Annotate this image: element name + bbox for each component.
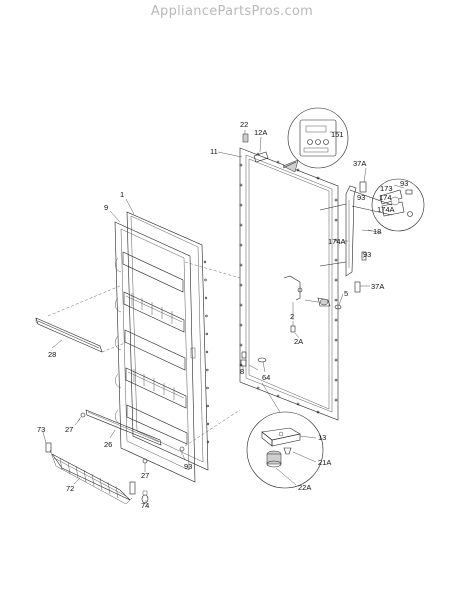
callout-37a-top: 37A — [353, 159, 366, 168]
callout-174a: 174A — [377, 205, 395, 214]
screws — [77, 412, 185, 467]
callout-72: 72 — [66, 484, 74, 493]
callout-13: 13 — [318, 433, 326, 442]
top-hinge-parts — [242, 133, 269, 163]
shelf-bar-28 — [35, 317, 103, 353]
callout-11: 11 — [210, 147, 218, 156]
leader-28b — [101, 342, 126, 353]
door-shelves — [115, 251, 188, 445]
leader-door — [184, 261, 241, 279]
callout-9: 9 — [104, 203, 108, 212]
zoom-hinge-detail — [371, 178, 425, 232]
callout-74: 74 — [141, 501, 149, 510]
callout-64: 64 — [262, 373, 270, 382]
callout-37a-b: 37A — [371, 282, 384, 291]
door-liner — [114, 211, 210, 483]
perimeter-screws — [239, 152, 338, 414]
callout-174: 174 — [379, 193, 392, 202]
callout-2a: 2A — [294, 337, 303, 346]
gasket-ridges — [203, 260, 210, 444]
leader-28 — [47, 284, 123, 317]
callout-93-d: 93 — [184, 462, 192, 471]
callout-1: 1 — [120, 190, 124, 199]
callout-8: 8 — [240, 367, 244, 376]
zoom-control-panel — [282, 107, 349, 173]
wire-rack-72 — [45, 442, 149, 505]
callout-27-b: 27 — [141, 471, 149, 480]
callout-5: 5 — [344, 289, 348, 298]
callout-26: 26 — [104, 440, 112, 449]
callout-28: 28 — [48, 350, 56, 359]
callout-173: 173 — [380, 184, 393, 193]
leader-door-b — [184, 409, 241, 447]
hinge-bracket — [319, 181, 393, 293]
callout-21a: 21A — [318, 458, 331, 467]
callout-2: 2 — [290, 312, 294, 321]
callout-93-b: 93 — [357, 193, 365, 202]
leader-lines — [42, 130, 405, 504]
outer-door-panel — [239, 147, 342, 421]
callout-151: 151 — [331, 130, 344, 139]
callout-73: 73 — [37, 425, 45, 434]
callout-27-a: 27 — [65, 425, 73, 434]
shelf-bar-26 — [85, 409, 162, 446]
callout-18: 18 — [373, 227, 381, 236]
callout-93-a: 93 — [400, 179, 408, 188]
watermark: AppliancePartsPros.com — [150, 4, 314, 19]
zoom-bottom-hinge — [246, 364, 324, 489]
callout-93-c: 93 — [363, 250, 371, 259]
callout-174a-b: 174A — [328, 237, 346, 246]
callout-labels: 1 9 11 22 12A 151 37A 93 173 174 174A 93… — [37, 120, 408, 510]
callout-12a: 12A — [254, 128, 267, 137]
callout-22: 22 — [240, 120, 248, 129]
callout-22a: 22A — [298, 483, 311, 492]
